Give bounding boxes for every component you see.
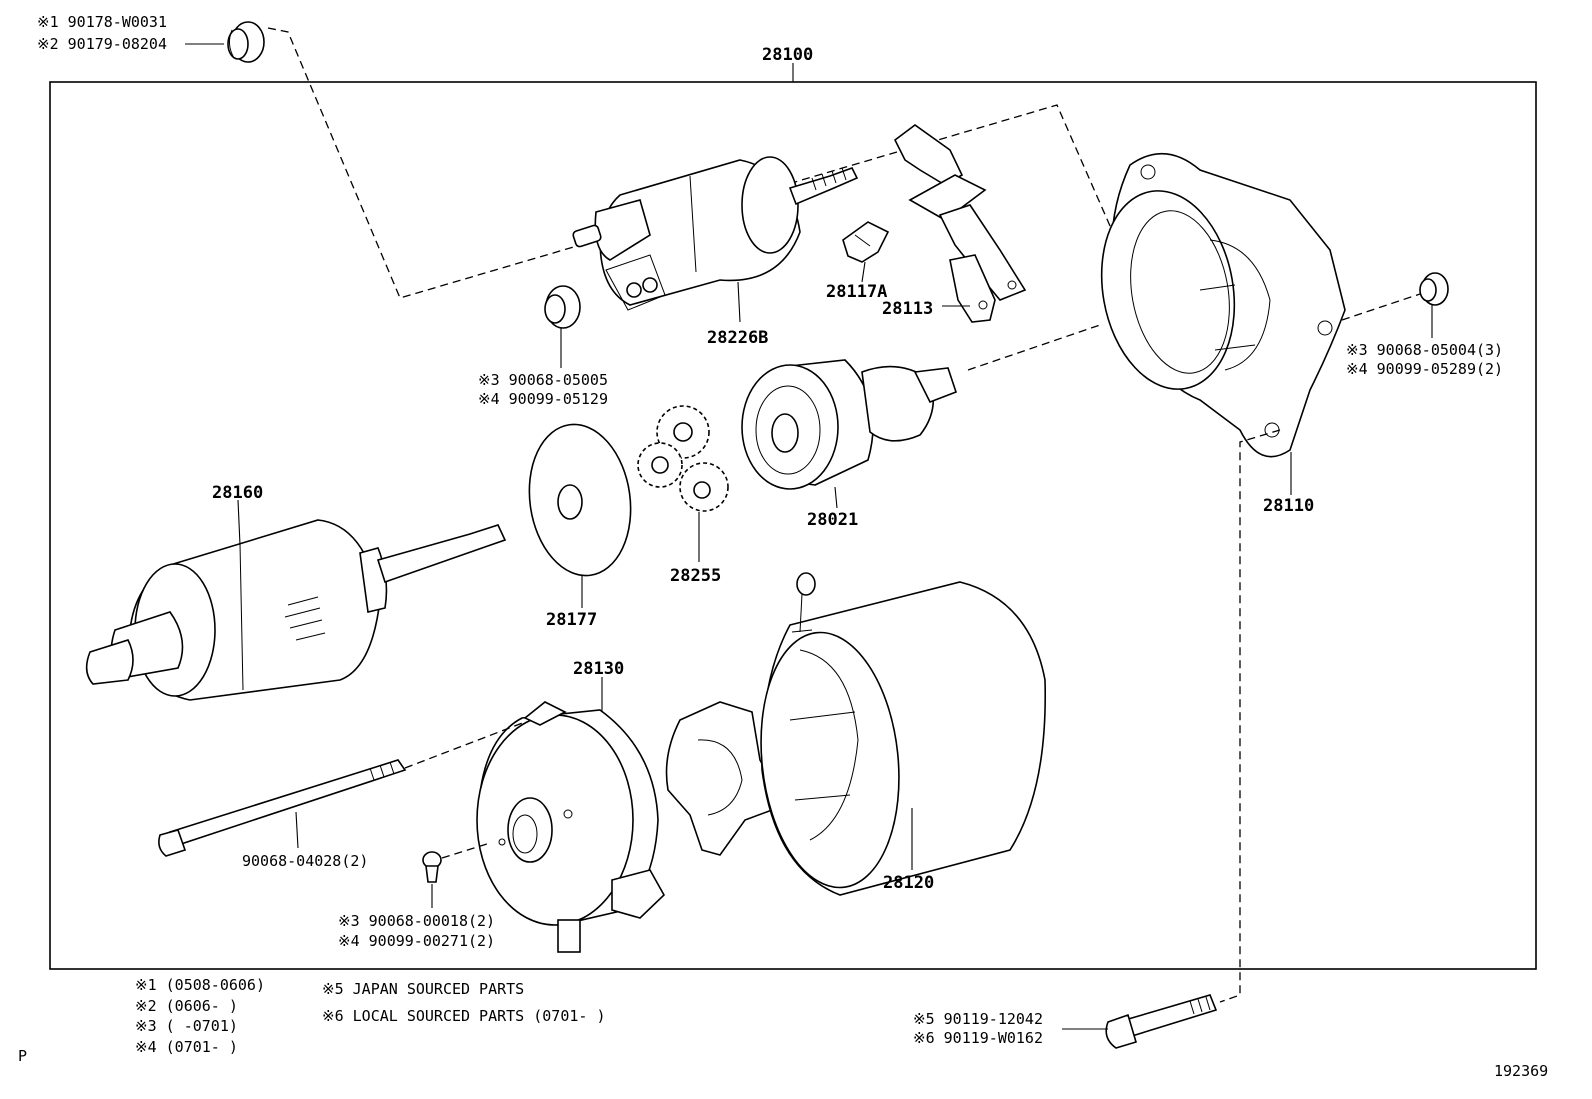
label-nut-a-3: ※3 90068-05005 <box>478 371 608 389</box>
bolt-dash <box>1219 429 1281 1003</box>
cap-nut-dash <box>267 27 1161 341</box>
label-legend-4: ※4 (0701- ) <box>135 1038 238 1056</box>
starter-clutch-28021 <box>741 359 958 490</box>
screw-dash <box>441 842 491 859</box>
label-bolt-6: ※6 90119-W0162 <box>913 1029 1043 1047</box>
label-screw-3: ※3 90068-00018(2) <box>338 912 495 930</box>
plate-28177 <box>528 423 632 577</box>
end-frame-28130 <box>476 701 666 953</box>
drive-housing-28110 <box>1100 152 1346 458</box>
bolt-90119 <box>1105 994 1218 1049</box>
label-28021: 28021 <box>807 510 858 530</box>
armature-leader <box>237 499 241 546</box>
label-28113: 28113 <box>882 299 933 319</box>
label-corner-p: P <box>18 1047 27 1065</box>
end-frame-dash <box>404 721 526 769</box>
label-nut-a-4: ※4 90099-05129 <box>478 390 608 408</box>
clutch-leader <box>834 486 838 509</box>
nut-90068-05005 <box>544 285 581 329</box>
label-28160: 28160 <box>212 483 263 503</box>
clip-leader <box>861 261 866 283</box>
label-note-1-part: ※1 90178-W0031 <box>37 13 167 31</box>
label-nut-b-3: ※3 90068-05004(3) <box>1346 341 1503 359</box>
label-28130: 28130 <box>573 659 624 679</box>
brush-holder-ring <box>665 701 777 856</box>
label-assembly: 28100 <box>762 45 813 65</box>
label-legend-5: ※5 JAPAN SOURCED PARTS <box>322 980 524 998</box>
brush-holder-28113 <box>893 124 1027 323</box>
nut-b-dash <box>1341 293 1421 321</box>
label-diagram-id: 192369 <box>1494 1062 1548 1080</box>
magnetic-switch-28226b <box>572 156 859 311</box>
screw-90068-00018 <box>422 851 442 883</box>
armature-28160 <box>85 519 507 701</box>
label-28117a: 28117A <box>826 282 887 302</box>
through-bolt-90068-04028 <box>158 759 407 857</box>
planetary-gears-28255 <box>637 405 729 512</box>
label-note-2-part: ※2 90179-08204 <box>37 35 167 53</box>
label-bolt-5: ※5 90119-12042 <box>913 1010 1043 1028</box>
housing-dash <box>967 324 1101 371</box>
label-legend-2: ※2 (0606- ) <box>135 997 238 1015</box>
label-legend-3: ※3 ( -0701) <box>135 1017 238 1035</box>
yoke-28120 <box>760 572 1047 896</box>
cap-nut-top-left <box>227 21 265 63</box>
nut-90068-05004 <box>1419 272 1449 306</box>
solenoid-leader <box>737 281 741 323</box>
label-nut-b-4: ※4 90099-05289(2) <box>1346 360 1503 378</box>
clip-28117a <box>842 221 890 263</box>
label-legend-6: ※6 LOCAL SOURCED PARTS (0701- ) <box>322 1007 606 1025</box>
label-legend-1: ※1 (0508-0606) <box>135 976 265 994</box>
label-28255: 28255 <box>670 566 721 586</box>
label-28177: 28177 <box>546 610 597 630</box>
label-28110: 28110 <box>1263 496 1314 516</box>
through-bolt-leader <box>295 811 299 849</box>
label-28226b: 28226B <box>707 328 768 348</box>
label-28120: 28120 <box>883 873 934 893</box>
label-bolt-long: 90068-04028(2) <box>242 852 368 870</box>
label-screw-4: ※4 90099-00271(2) <box>338 932 495 950</box>
